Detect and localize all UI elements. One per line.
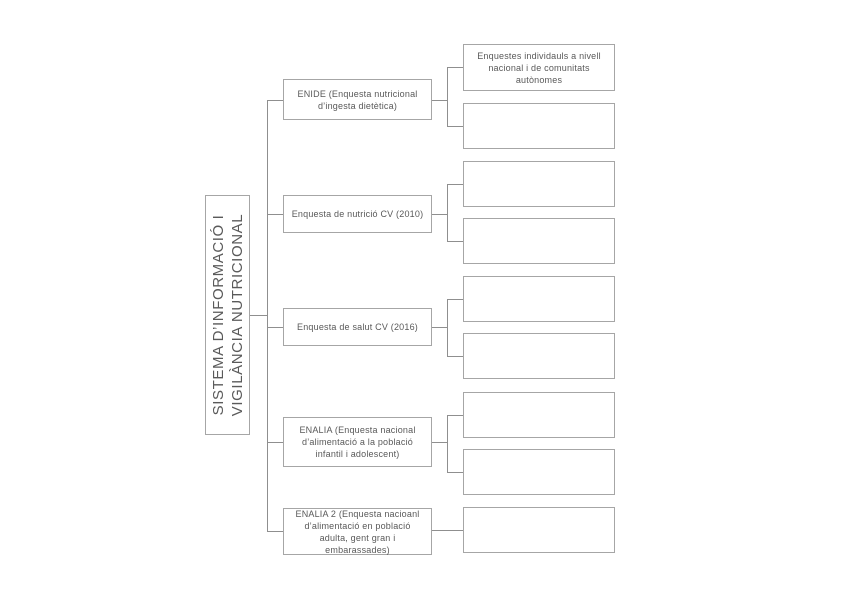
survey-box-enide: ENIDE (Enquesta nutricional d’ingesta di…: [283, 79, 432, 120]
result-box-8: [463, 449, 615, 495]
root-label-line2: VIGILÀNCIA NUTRICIONAL: [228, 213, 246, 417]
survey-label: ENALIA (Enquesta nacional d’alimentació …: [299, 425, 416, 459]
survey-label: ENIDE (Enquesta nutricional d’ingesta di…: [297, 88, 418, 111]
root-box-sistema-informacio: SISTEMA D’INFORMACIÓ I VIGILÀNCIA NUTRIC…: [205, 195, 250, 435]
result-box-2: [463, 103, 615, 149]
survey-box-enalia-2: ENALIA 2 (Enquesta nacioanl d’alimentaci…: [283, 508, 432, 555]
result-label: Enquestes individauls a nivell nacional …: [477, 50, 601, 85]
survey-label: ENALIA 2 (Enquesta nacioanl d’alimentaci…: [295, 508, 420, 555]
survey-box-nutricio-cv-2010: Enquesta de nutrició CV (2010): [283, 195, 432, 233]
result-box-6: [463, 333, 615, 379]
root-box-label: SISTEMA D’INFORMACIÓ I VIGILÀNCIA NUTRIC…: [209, 196, 247, 434]
result-box-4: [463, 218, 615, 264]
result-box-5: [463, 276, 615, 322]
result-box-3: [463, 161, 615, 207]
result-box-1: Enquestes individauls a nivell nacional …: [463, 44, 615, 91]
survey-box-salut-cv-2016: Enquesta de salut CV (2016): [283, 308, 432, 346]
survey-label: Enquesta de nutrició CV (2010): [291, 209, 424, 219]
root-label-line1: SISTEMA D’INFORMACIÓ I: [209, 214, 227, 416]
survey-label: Enquesta de salut CV (2016): [297, 322, 418, 332]
result-box-7: [463, 392, 615, 438]
survey-box-enalia: ENALIA (Enquesta nacional d’alimentació …: [283, 417, 432, 467]
result-box-9: [463, 507, 615, 553]
